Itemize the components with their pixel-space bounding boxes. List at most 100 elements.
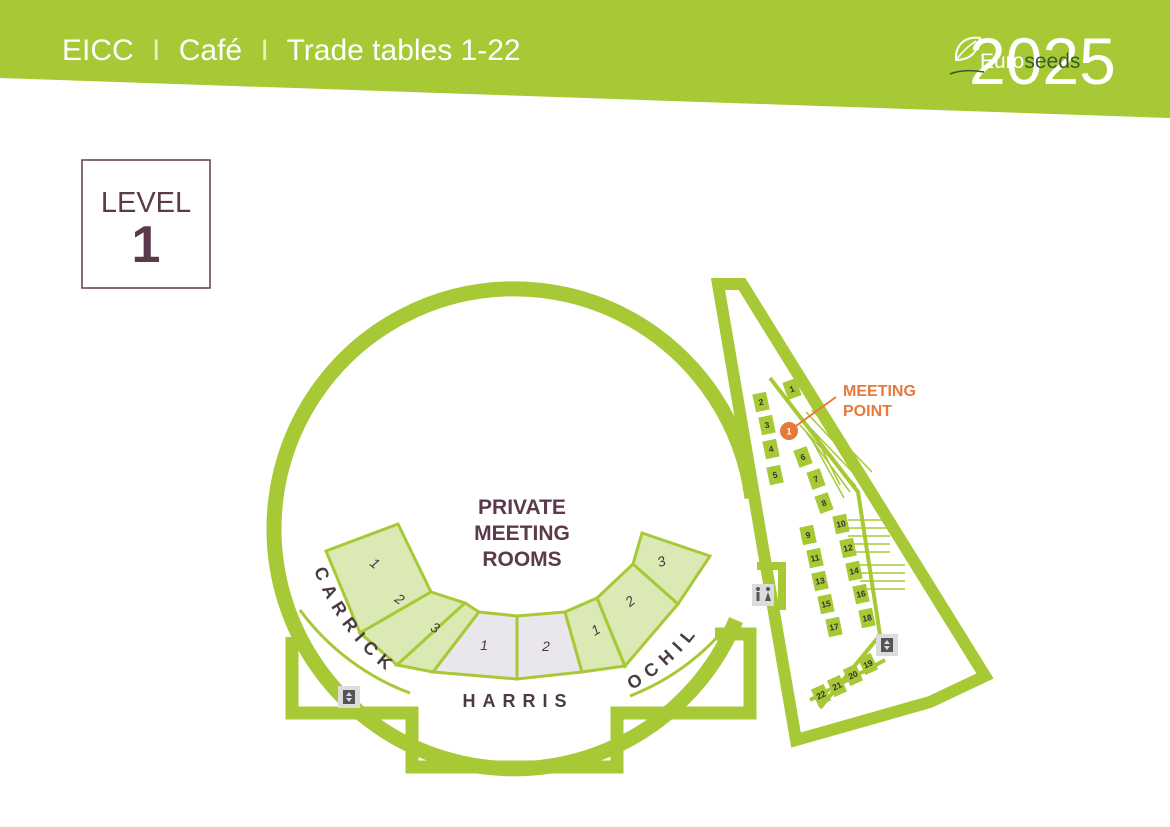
restroom-icon	[752, 584, 774, 606]
trade-table-number: 12	[842, 542, 854, 554]
trade-table-number: 15	[820, 598, 832, 610]
trade-table-shape	[806, 468, 826, 490]
trade-table-shape	[857, 652, 879, 676]
trade-table-number: 9	[805, 530, 812, 541]
trade-table-number: 14	[848, 565, 860, 577]
trade-table-shape	[811, 570, 829, 592]
level-label: LEVEL	[101, 187, 191, 219]
trade-table-shape	[814, 492, 834, 514]
trade-table-shape	[832, 513, 850, 535]
harris-room-1-number: 1	[480, 637, 488, 653]
trade-table-number: 16	[855, 588, 867, 600]
trade-table-shape	[762, 438, 780, 460]
header-venue: EICC	[62, 34, 134, 67]
ochil-room-3	[631, 531, 713, 607]
header-separator: I	[152, 34, 160, 67]
trade-table-number: 4	[768, 444, 775, 455]
trade-table: 14	[845, 560, 863, 582]
level-number: 1	[132, 216, 161, 274]
trade-table-number: 17	[828, 621, 840, 633]
logo-wordmark: Euroseeds	[980, 50, 1080, 73]
trade-table-number: 13	[814, 575, 826, 587]
trade-table-shape	[842, 663, 864, 687]
header-section: Trade tables 1-22	[287, 34, 521, 67]
private-label-line-2: MEETING	[474, 522, 570, 545]
meeting-point-leader	[788, 396, 837, 432]
meeting-point-number: 1	[786, 427, 791, 437]
trade-table-shape	[793, 446, 813, 468]
trade-table: 22	[810, 683, 832, 707]
trade-table: 11	[806, 547, 824, 569]
trade-table-number: 18	[861, 612, 873, 624]
trade-table: 13	[811, 570, 829, 592]
trade-table: 8	[814, 492, 834, 514]
cafe-wing-wall	[710, 278, 994, 748]
trade-table-number: 10	[835, 518, 847, 530]
trade-table-number: 3	[764, 420, 771, 431]
trade-table-number: 6	[799, 451, 807, 462]
trade-table-number: 11	[810, 552, 821, 564]
logo-prefix: Euro	[980, 50, 1024, 73]
meeting-point-marker	[780, 422, 798, 440]
trade-table-shape	[852, 583, 870, 605]
building-outline	[266, 278, 994, 777]
trade-table-shape	[806, 547, 824, 569]
private-meeting-rooms-label: PRIVATE MEETING ROOMS	[474, 496, 570, 571]
private-label-line-3: ROOMS	[482, 548, 561, 571]
trade-table: 18	[858, 607, 876, 629]
trade-table: 1	[782, 378, 802, 400]
restroom-wall	[757, 562, 786, 610]
elevator-icon	[876, 634, 898, 656]
trade-table-shape	[810, 683, 832, 707]
trade-table: 15	[817, 593, 835, 615]
trade-table: 2	[752, 391, 770, 413]
trade-table-shape	[766, 464, 784, 486]
euroseeds-logo: 2025 Euroseeds	[949, 24, 1116, 98]
lower-wing-wall	[285, 627, 757, 774]
meeting-point: 1 MEETING POINT	[780, 383, 916, 440]
trade-table-shape	[817, 593, 835, 615]
carrick-wall-line	[298, 609, 411, 695]
elevator-icon	[338, 686, 360, 708]
harris-room-2-number: 2	[541, 638, 550, 654]
trade-table: 7	[806, 468, 826, 490]
trade-table: 20	[842, 663, 864, 687]
trade-table: 12	[839, 537, 857, 559]
header-title: EICC I Café I Trade tables 1-22	[62, 34, 521, 67]
trade-table: 4	[762, 438, 780, 460]
trade-table-number: 22	[815, 688, 828, 701]
logo-year: 2025	[969, 24, 1116, 98]
logo-suffix: seeds	[1024, 50, 1080, 73]
trade-table: 19	[857, 652, 879, 676]
trade-table-number: 2	[758, 397, 765, 408]
trade-table: 10	[832, 513, 850, 535]
ochil-wall-line	[629, 631, 724, 698]
trade-table-shape	[782, 378, 802, 400]
harris-label: HARRIS	[462, 691, 573, 711]
meeting-point-label-line-2: POINT	[843, 403, 892, 420]
trade-table-number: 5	[772, 470, 779, 481]
inner-arc-wall	[732, 384, 750, 491]
trade-table-shape	[758, 414, 776, 436]
trade-table: 9	[799, 524, 817, 546]
header-banner	[0, 0, 1170, 118]
trade-table: 6	[793, 446, 813, 468]
trade-table: 17	[825, 616, 843, 638]
trade-table-number: 7	[812, 473, 820, 484]
trade-table-number: 21	[831, 679, 844, 692]
trade-table-number: 1	[788, 383, 796, 394]
trade-table: 21	[826, 674, 848, 698]
private-label-line-1: PRIVATE	[478, 496, 566, 519]
trade-table-shape	[799, 524, 817, 546]
trade-table-number: 8	[820, 497, 828, 508]
level-box	[81, 159, 211, 289]
meeting-point-label-line-1: MEETING	[843, 383, 916, 400]
trade-table: 5	[766, 464, 784, 486]
trade-table-shape	[752, 391, 770, 413]
trade-table-shape	[858, 607, 876, 629]
trade-table-shape	[845, 560, 863, 582]
leaf-icon	[949, 36, 985, 75]
header-separator: I	[260, 34, 268, 67]
trade-table: 3	[758, 414, 776, 436]
